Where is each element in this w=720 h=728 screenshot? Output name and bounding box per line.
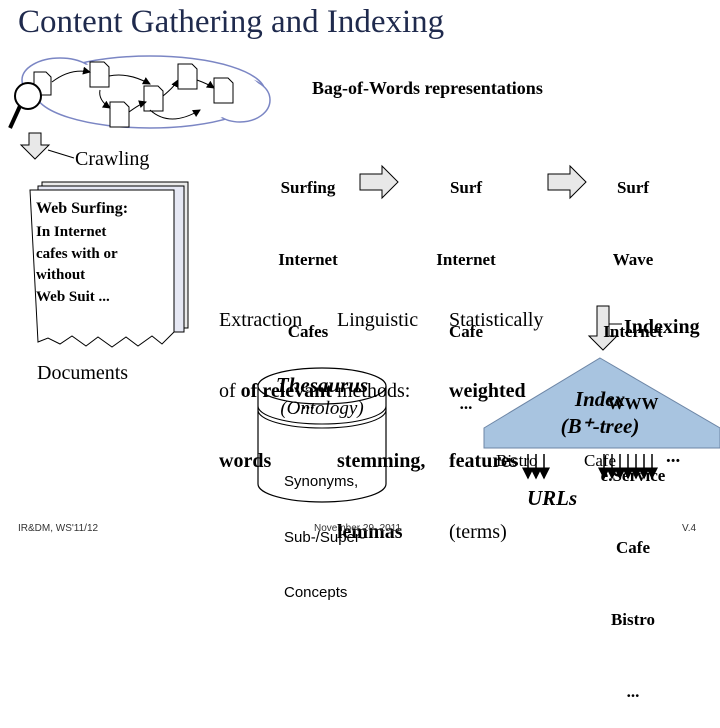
crawling-label: Crawling [75, 148, 150, 170]
bow-term: Surf [449, 178, 483, 197]
statistical-column: Statistically weighted features (terms) [449, 262, 543, 568]
web-links-icon [51, 66, 215, 120]
thesaurus-title: Thesaurus [275, 373, 369, 397]
extraction-line: of of relevant [219, 379, 332, 402]
bow-column-1: Surfing Internet Cafes ... [266, 128, 350, 440]
statistical-line: Statistically [449, 309, 544, 331]
leaf-more: ... [666, 446, 681, 467]
bow-term: Surf [616, 178, 650, 197]
bow-arrows [359, 164, 587, 200]
extraction-column: Extraction of of relevant words [219, 262, 332, 497]
card-line: without [36, 267, 86, 283]
synonyms-line: Synonyms, [284, 473, 359, 490]
footer-date: November 29, 2011 [314, 523, 402, 534]
card-title: Web Surfing: [36, 200, 129, 217]
slide-title: Content Gathering and Indexing [18, 4, 445, 40]
web-pages-icon [33, 61, 234, 128]
index-title: Index [574, 387, 626, 411]
bow-term: ... [626, 682, 640, 701]
bow-term: Cafes [287, 322, 329, 341]
document-stack [29, 181, 189, 348]
linguistic-line: Linguistic [337, 309, 419, 331]
bow-term: Internet [278, 250, 338, 269]
bow-term: ... [301, 394, 315, 413]
linguistic-column: Linguistic methods: stemming, lemmas [337, 262, 425, 568]
synonyms-line: Concepts [284, 584, 348, 601]
bow-term: e.Service [600, 466, 666, 485]
bow-term: Wave [612, 250, 654, 269]
linguistic-line: lemmas [337, 520, 403, 543]
footer-course: IR&DM, WS'11/12 [18, 523, 99, 534]
indexing-arrow [587, 305, 622, 351]
documents-label: Documents [37, 362, 129, 384]
bow-term: WWW [607, 394, 659, 413]
statistical-line: weighted [449, 379, 526, 402]
linguistic-line: methods: [337, 379, 411, 402]
extraction-line: words [219, 450, 272, 472]
thesaurus-subtitle: (Ontology) [280, 398, 364, 419]
bow-term: Surfing [280, 178, 336, 197]
magnifier-icon [8, 82, 42, 129]
bow-term: Internet [603, 322, 663, 341]
leaf-pointers [522, 454, 658, 480]
bow-term: ... [459, 394, 473, 413]
bow-term: Bistro [610, 610, 656, 629]
footer-slide-number: V.4 [682, 523, 697, 534]
extraction-emph: of relevant [240, 379, 332, 402]
thesaurus-db-icon [257, 367, 387, 503]
bow-term: Cafe [449, 322, 483, 341]
index-tree [483, 357, 720, 449]
extraction-line: Extraction [219, 309, 303, 331]
bow-arrow-2 [547, 164, 587, 200]
leaf-label-cafe: Cafe [584, 451, 617, 470]
thesaurus-label: Thesaurus (Ontology) [258, 373, 386, 420]
statistical-line: (terms) [449, 520, 507, 543]
urls-label: URLs [527, 486, 578, 510]
bow-column-2: Surf Internet Cafe ... [424, 128, 508, 440]
card-line: cafes with or [36, 245, 118, 262]
document-card: Web Surfing: In Internet cafes with or w… [36, 200, 166, 308]
card-line: In Internet [36, 224, 107, 240]
card-line: Web Suit ... [36, 288, 110, 305]
bow-arrow-1 [359, 164, 399, 200]
index-subtitle: (B⁺-tree) [560, 414, 640, 438]
index-label: Index (B⁺-tree) [540, 386, 660, 440]
bag-of-words-label: Bag-of-Words representations [312, 78, 543, 98]
diagram-graphics [8, 55, 720, 503]
indexing-label: Indexing [624, 316, 700, 338]
crawling-arrow [19, 132, 75, 160]
linguistic-line: stemming, [337, 450, 426, 472]
bow-term: Internet [436, 250, 496, 269]
statistical-line: features [449, 450, 518, 472]
leaf-label-bistro: Bistro [496, 451, 538, 470]
